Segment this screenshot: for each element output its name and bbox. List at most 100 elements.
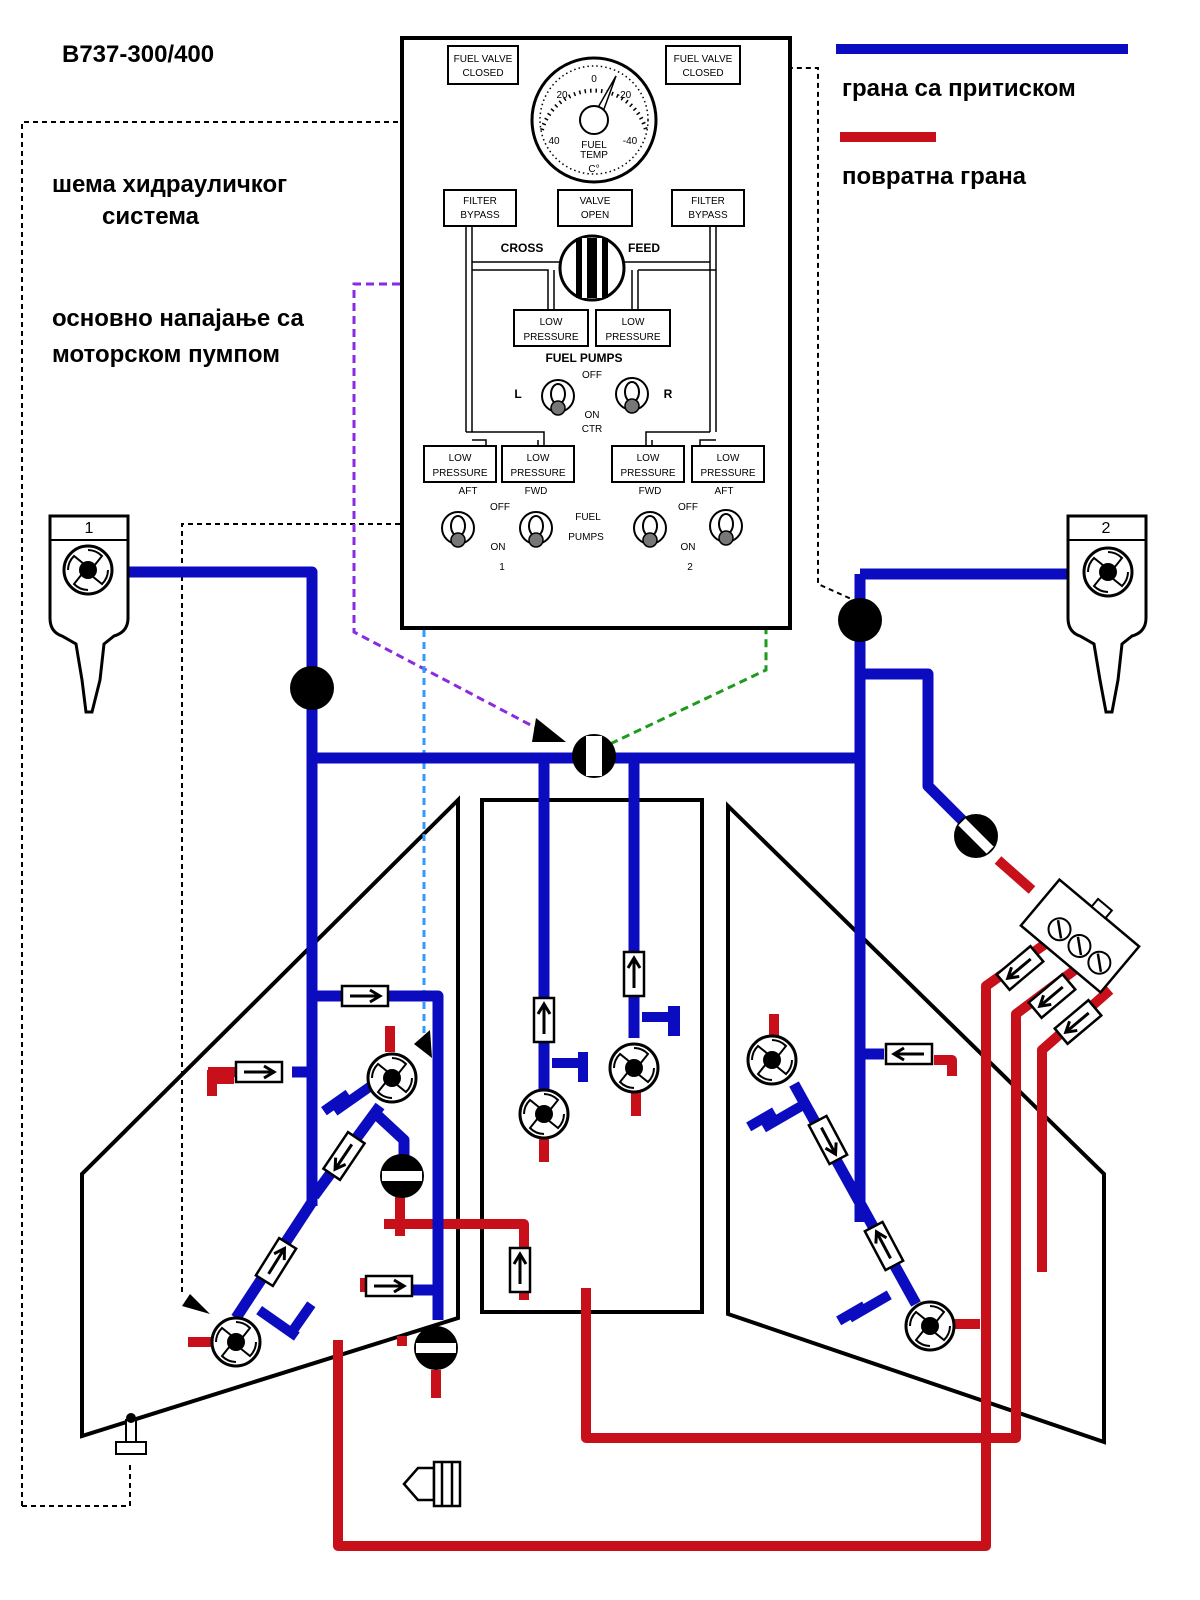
check-valve-arrow-icon (622, 950, 646, 998)
fuel-temp-gauge: 0 20 -20 40 -40 FUEL TEMP C° (530, 56, 658, 184)
signal-lines-black (21, 67, 859, 1507)
ctr-low-pressure-right-light (595, 309, 671, 347)
valves (290, 598, 998, 1370)
low-pressure-fwd-1-light (501, 445, 575, 483)
check-valve-arrow-icon (863, 1220, 905, 1272)
check-valves (234, 944, 1104, 1298)
filter-bypass-right-line2: BYPASS (688, 210, 728, 221)
check-valve-arrow-icon (321, 1130, 367, 1182)
pump-fwd-2-switch[interactable] (633, 511, 667, 548)
check-valve-arrow-icon (234, 1060, 284, 1084)
right-wing-tank (726, 801, 1106, 1445)
gauge-label-unit: C° (588, 164, 599, 175)
fwd-1-label: FWD (525, 486, 548, 497)
ctr-l-label: L (514, 387, 521, 401)
split-valve-icon (954, 814, 998, 858)
pump-icon (746, 1034, 798, 1086)
check-valve-arrow-icon (508, 1246, 532, 1294)
tank-outlines (80, 795, 1106, 1445)
crossfeed-label-left: CROSS (501, 241, 544, 255)
low-pressure-fwd-1-line1: LOW (527, 453, 550, 464)
ctr-low-pressure-left-line2: PRESSURE (523, 332, 578, 343)
ctr-low-pressure-right-line1: LOW (622, 317, 645, 328)
pump-icon (210, 1316, 262, 1368)
on-2-label: ON (681, 542, 696, 553)
low-pressure-aft-1-line1: LOW (449, 453, 472, 464)
ctr-low-pressure-left-line1: LOW (540, 317, 563, 328)
fuel-valve-closed-left-line2: CLOSED (462, 68, 503, 79)
crossfeed-label-right: FEED (628, 241, 660, 255)
center-tank (480, 798, 704, 1314)
gauge-label-temp: TEMP (580, 150, 608, 161)
engine-pump-icon (1082, 546, 1134, 598)
pressure-stubs (256, 1006, 892, 1341)
check-valve-arrow-icon (994, 944, 1046, 992)
fuel-valve-closed-right-line2: CLOSED (682, 68, 723, 79)
legend-return-swatch (840, 132, 936, 142)
subtitle-line-1: шема хидрауличког (52, 171, 287, 198)
filter-bypass-left-line1: FILTER (463, 196, 497, 207)
pumps (210, 1034, 956, 1368)
off-2-label: OFF (678, 502, 698, 513)
mode-line-2: моторском пумпом (52, 341, 280, 368)
check-valve-arrow-icon (807, 1114, 849, 1166)
check-valve-arrow-icon (254, 1236, 298, 1288)
aircraft-model-title: B737-300/400 (62, 41, 214, 68)
pump-icon (608, 1042, 660, 1094)
gauge-tick-20: 20 (556, 90, 568, 101)
temperature-sensor-icon (115, 1413, 147, 1455)
fuel-valve-closed-left-light (447, 45, 519, 85)
pump-icon (904, 1300, 956, 1352)
gauge-tick-0: 0 (591, 74, 597, 85)
crossfeed-valve-icon (572, 734, 616, 778)
pressure-lines (110, 566, 1084, 1322)
filter-bypass-right-line1: FILTER (691, 196, 725, 207)
apu-icon (402, 1460, 462, 1508)
ctr-off-label: OFF (582, 370, 602, 381)
left-wing-tank (80, 795, 460, 1439)
low-pressure-fwd-2-line1: LOW (637, 453, 660, 464)
ctr-pump-left-switch[interactable] (541, 379, 575, 416)
gauge-tick-neg20: -20 (617, 90, 632, 101)
pump-aft-2-switch[interactable] (709, 509, 743, 546)
pump-aft-1-switch[interactable] (441, 511, 475, 548)
low-pressure-fwd-2-light (611, 445, 685, 483)
filter-bypass-left-line2: BYPASS (460, 210, 500, 221)
pump-fwd-1-switch[interactable] (519, 511, 553, 548)
low-pressure-aft-1-line2: PRESSURE (432, 468, 487, 479)
aft-2-label: AFT (715, 486, 734, 497)
ctr-low-pressure-left-light (513, 309, 589, 347)
low-pressure-aft-2-line2: PRESSURE (700, 468, 755, 479)
fwd-2-label: FWD (639, 486, 662, 497)
low-pressure-fwd-2-line2: PRESSURE (620, 468, 675, 479)
ctr-ctr-label: CTR (582, 424, 603, 435)
left-engine-shutoff-valve (290, 666, 334, 710)
split-valve-icon (380, 1154, 424, 1198)
ctr-pump-right-switch[interactable] (615, 377, 649, 414)
low-pressure-aft-2-light (691, 445, 765, 483)
legend: грана са притиском повратна грана (836, 44, 1128, 190)
low-pressure-fwd-1-line2: PRESSURE (510, 468, 565, 479)
gauge-tick-40: 40 (548, 136, 560, 147)
right-engine-shutoff-valve (838, 598, 882, 642)
engine-1: 1 (48, 514, 130, 714)
engine-1-number: 1 (85, 520, 94, 537)
pump-icon (518, 1088, 570, 1140)
engine-pump-icon (62, 544, 114, 596)
fuel-valve-closed-right-line1: FUEL VALVE (674, 54, 733, 65)
purple-signal-line (352, 282, 556, 732)
crossfeed-selector-knob[interactable] (558, 234, 626, 302)
low-pressure-aft-1-light (423, 445, 497, 483)
check-valve-arrow-icon (340, 984, 390, 1008)
engine-2-number: 2 (1102, 520, 1111, 537)
mode-line-1: основно напајање са (52, 305, 305, 332)
fuel-valve-closed-left-line1: FUEL VALVE (454, 54, 513, 65)
valve-open-line2: OPEN (581, 210, 609, 221)
ctr-on-label: ON (585, 410, 600, 421)
engine-2: 2 (1066, 514, 1148, 714)
valve-open-line1: VALVE (580, 196, 611, 207)
ctr-low-pressure-right-line2: PRESSURE (605, 332, 660, 343)
check-valve-arrow-icon (1052, 998, 1104, 1046)
filter-bypass-right-light (671, 189, 745, 227)
